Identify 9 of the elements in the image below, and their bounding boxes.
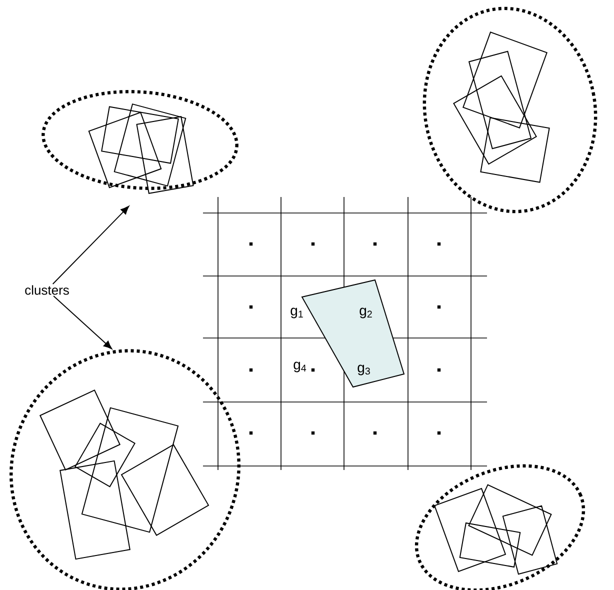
point-label: g$_{1}$ <box>290 308 303 318</box>
arrow <box>52 206 130 285</box>
arrow <box>53 295 112 350</box>
point-label: g$_{2}$ <box>360 308 372 318</box>
dotted-ellipse <box>42 90 238 190</box>
point-label: g$_{3}$ <box>358 364 370 376</box>
dotted-ellipse <box>422 6 598 214</box>
point-label: g$_{4}$ <box>294 362 306 372</box>
caption-text: clusters <box>25 285 69 295</box>
